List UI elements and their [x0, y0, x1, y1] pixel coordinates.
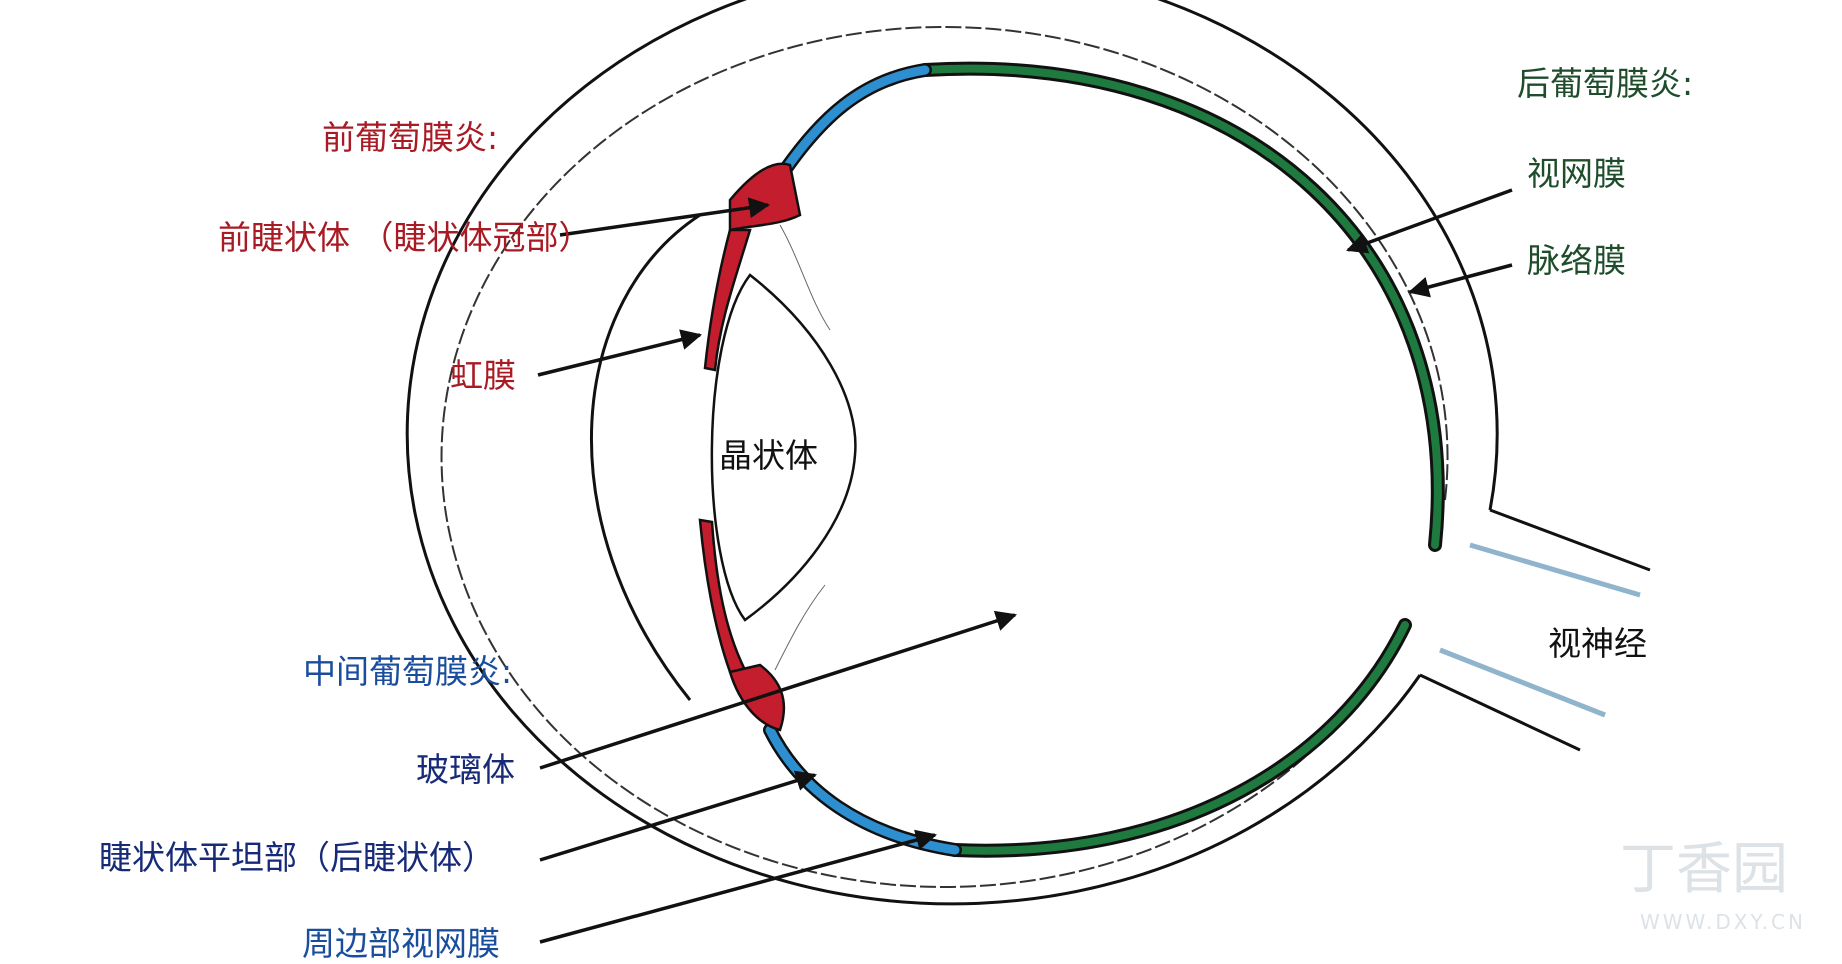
label-vitreous: 玻璃体 — [416, 750, 515, 789]
sclera-outer-outline — [405, 0, 1499, 906]
cornea-outline — [590, 213, 701, 701]
zonule-superior — [779, 224, 831, 331]
label-anterior-ciliary-body: 前睫状体 （睫状体冠部） — [218, 218, 592, 257]
lens-outline — [710, 273, 857, 622]
label-pars-plana: 睫状体平坦部（后睫状体） — [99, 838, 495, 877]
retina-choroid-posterior-band — [918, 61, 1445, 552]
optic-nerve-sheath-lower — [1439, 647, 1606, 718]
watermark-brand: 丁香园 — [1620, 837, 1788, 902]
label-peripheral-retina: 周边部视网膜 — [302, 924, 500, 963]
pars-plana-inferior — [763, 723, 962, 857]
posterior-uveitis-heading: 后葡萄膜炎: — [1517, 64, 1694, 103]
arrow-ciliary-body — [559, 197, 771, 237]
ciliary-body-superior — [728, 162, 802, 232]
watermark-url: WWW.DXY.CN — [1640, 910, 1806, 934]
arrow-peripheral-retina — [539, 829, 938, 944]
retina-choroid-inferior-fill — [951, 621, 1409, 855]
retina-choroid-posterior-fill — [921, 64, 1442, 549]
optic-nerve-upper-outline — [1489, 508, 1651, 572]
arrow-pars-plana — [539, 770, 818, 862]
arrow-vitreous — [539, 610, 1017, 770]
anterior-uveitis-heading: 前葡萄膜炎: — [322, 118, 499, 157]
label-optic-nerve: 视神经 — [1548, 624, 1647, 663]
label-lens: 晶状体 — [719, 436, 818, 475]
arrow-retina — [1346, 188, 1513, 254]
pars-plana-superior — [778, 63, 932, 177]
label-iris: 虹膜 — [450, 356, 516, 395]
label-retina: 视网膜 — [1527, 154, 1626, 193]
optic-nerve-lower-outline — [1419, 673, 1581, 752]
pars-plana-inferior-fill — [765, 725, 960, 855]
sclera-inner-outline — [440, 25, 1449, 888]
label-choroid: 脉络膜 — [1527, 241, 1626, 280]
iris-superior — [703, 228, 752, 372]
optic-nerve-sheath-upper — [1469, 542, 1641, 598]
zonule-inferior — [774, 584, 826, 671]
arrow-choroid — [1407, 263, 1513, 298]
arrow-iris — [537, 329, 703, 377]
intermediate-uveitis-heading: 中间葡萄膜炎: — [303, 652, 513, 691]
pars-plana-superior-fill — [780, 65, 930, 175]
